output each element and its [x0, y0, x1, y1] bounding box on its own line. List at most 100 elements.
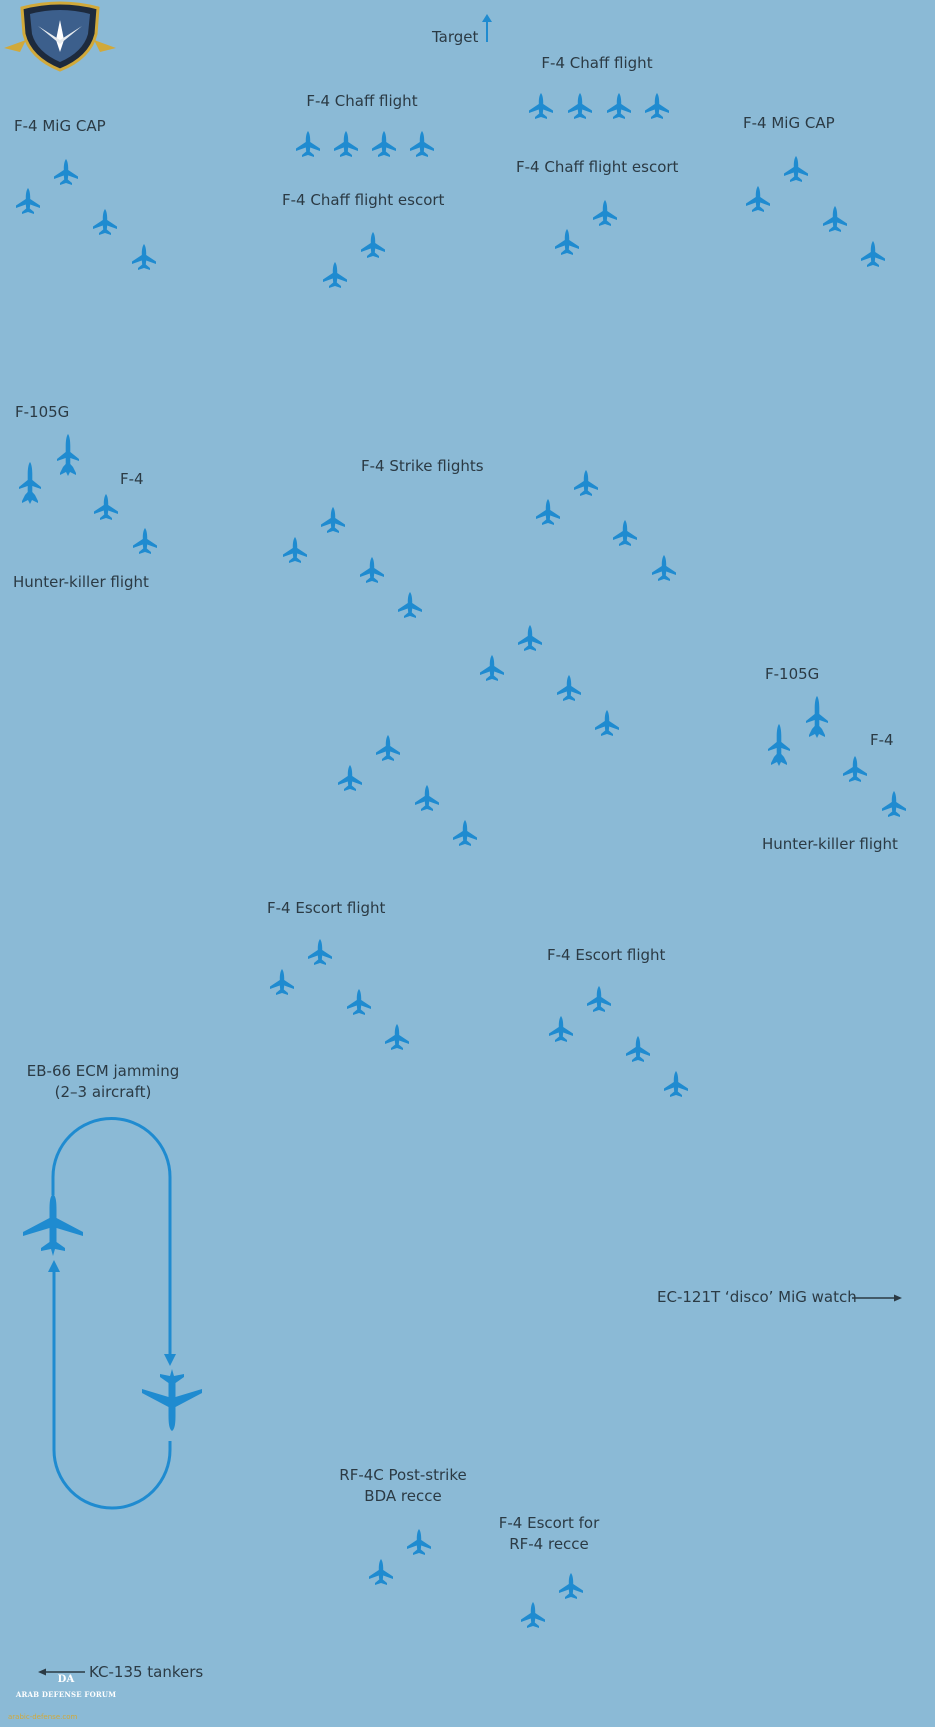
- fighter-jet-icon: [613, 520, 637, 546]
- fighter-jet-icon: [321, 507, 345, 533]
- fighter-jet-icon: [385, 1024, 409, 1050]
- ec121t-arrow-icon: [852, 1294, 902, 1302]
- fighter-jet-icon: [626, 1036, 650, 1062]
- fighter-jet-icon: [480, 655, 504, 681]
- kc135-arrow-icon: [38, 1668, 85, 1676]
- strike-flight-3: [480, 625, 619, 736]
- mig-cap-right-label: F-4 MiG CAP: [743, 114, 835, 132]
- fighter-jet-icon: [270, 969, 294, 995]
- fighter-jet-icon: [568, 93, 592, 119]
- hunter-killer-right: [768, 696, 906, 817]
- fighter-jet-icon: [93, 209, 117, 235]
- target-label: Target: [432, 28, 479, 46]
- racetrack-orbit: [51, 1117, 172, 1510]
- escort-flight-right: [549, 986, 688, 1097]
- fighter-jet-icon: [338, 765, 362, 791]
- chaff-escort-left: [323, 232, 385, 288]
- fighter-jet-icon: [133, 528, 157, 554]
- fighter-jet-icon: [518, 625, 542, 651]
- fighter-jet-icon: [607, 93, 631, 119]
- f4-right-label: F-4: [870, 731, 894, 749]
- rf4c-flight: [369, 1529, 431, 1585]
- fighter-jet-icon: [283, 537, 307, 563]
- fighter-jet-icon: [521, 1602, 545, 1628]
- escort-flight-left-label: F-4 Escort flight: [267, 899, 386, 917]
- strike-flight-2: [536, 470, 676, 581]
- arrow-icon: [48, 1260, 60, 1272]
- chaff-flight-right: [529, 93, 669, 119]
- forum-url: arabic-defense.com: [8, 1713, 78, 1721]
- orbit-arrow-icons: [48, 1260, 176, 1366]
- f-105g-icon: [57, 434, 79, 476]
- fighter-jet-icon: [54, 159, 78, 185]
- fighter-jet-icon: [861, 241, 885, 267]
- escort-flight-left: [270, 939, 409, 1050]
- fighter-jet-icon: [132, 244, 156, 270]
- fighter-jet-icon: [882, 791, 906, 817]
- f105g-right-label: F-105G: [765, 665, 820, 683]
- fighter-jet-icon: [555, 229, 579, 255]
- fighter-jet-icon: [784, 156, 808, 182]
- fighter-jet-icon: [574, 470, 598, 496]
- hunter-killer-left: [19, 434, 157, 554]
- fighter-jet-icon: [369, 1559, 393, 1585]
- fighter-jet-icon: [593, 200, 617, 226]
- forum-name: ARAB DEFENSE FORUM: [15, 1690, 117, 1699]
- fighter-jet-icon: [664, 1071, 688, 1097]
- eb-66-aircraft-icon: [23, 1194, 83, 1256]
- fighter-jet-icon: [308, 939, 332, 965]
- escort-flight-right-label: F-4 Escort flight: [547, 946, 666, 964]
- fighter-jet-icon: [410, 131, 434, 157]
- mig-cap-left: [16, 159, 156, 270]
- mig-cap-right: [746, 156, 885, 267]
- strike-flights-label: F-4 Strike flights: [361, 457, 484, 475]
- f4-left-label: F-4: [120, 470, 144, 488]
- f-105g-icon: [806, 696, 828, 738]
- chaff-flight-left: [296, 131, 434, 157]
- fighter-jet-icon: [557, 675, 581, 701]
- fighter-jet-icon: [398, 592, 422, 618]
- fighter-jet-icon: [843, 756, 867, 782]
- fighter-jet-icon: [407, 1529, 431, 1555]
- fighter-jet-icon: [16, 188, 40, 214]
- chaff-escort-right: [555, 200, 617, 255]
- fighter-jet-icon: [587, 986, 611, 1012]
- fighter-jet-icon: [360, 557, 384, 583]
- fighter-jet-icon: [376, 735, 400, 761]
- chaff-flight-right-label: F-4 Chaff flight: [541, 54, 653, 72]
- fighter-jet-icon: [296, 131, 320, 157]
- fighter-jet-icon: [453, 820, 477, 846]
- fighter-jet-icon: [94, 494, 118, 520]
- ec121t-label: EC-121T ‘disco’ MiG watch: [657, 1288, 857, 1306]
- fighter-jet-icon: [415, 785, 439, 811]
- fighter-jet-icon: [823, 206, 847, 232]
- hunter-killer-right-label: Hunter-killer flight: [762, 835, 898, 853]
- fighter-jet-icon: [529, 93, 553, 119]
- fighter-jet-icon: [361, 232, 385, 258]
- f-105g-icon: [768, 724, 790, 766]
- fighter-jet-icon: [559, 1573, 583, 1599]
- chaff-flight-left-label: F-4 Chaff flight: [306, 92, 418, 110]
- fighter-jet-icon: [372, 131, 396, 157]
- fighter-jet-icon: [549, 1016, 573, 1042]
- fighter-jet-icon: [334, 131, 358, 157]
- fighter-jet-icon: [347, 989, 371, 1015]
- arrow-icon: [164, 1354, 176, 1366]
- strike-flight-1: [283, 507, 422, 618]
- forum-logo: [4, 1, 116, 72]
- fighter-jet-icon: [536, 499, 560, 525]
- chaff-escort-left-label: F-4 Chaff flight escort: [282, 191, 445, 209]
- chaff-escort-right-label: F-4 Chaff flight escort: [516, 158, 679, 176]
- rf4-escort-flight: [521, 1573, 583, 1628]
- eb-66-aircraft-icon: [142, 1369, 202, 1431]
- f105g-left-label: F-105G: [15, 403, 70, 421]
- hunter-killer-left-label: Hunter-killer flight: [13, 573, 149, 591]
- f-105g-icon: [19, 462, 41, 504]
- forum-monogram: DA: [57, 1674, 75, 1685]
- fighter-jet-icon: [652, 555, 676, 581]
- eb66-label: EB-66 ECM jamming (2–3 aircraft): [26, 1062, 180, 1101]
- fighter-jet-icon: [746, 186, 770, 212]
- fighter-jet-icon: [595, 710, 619, 736]
